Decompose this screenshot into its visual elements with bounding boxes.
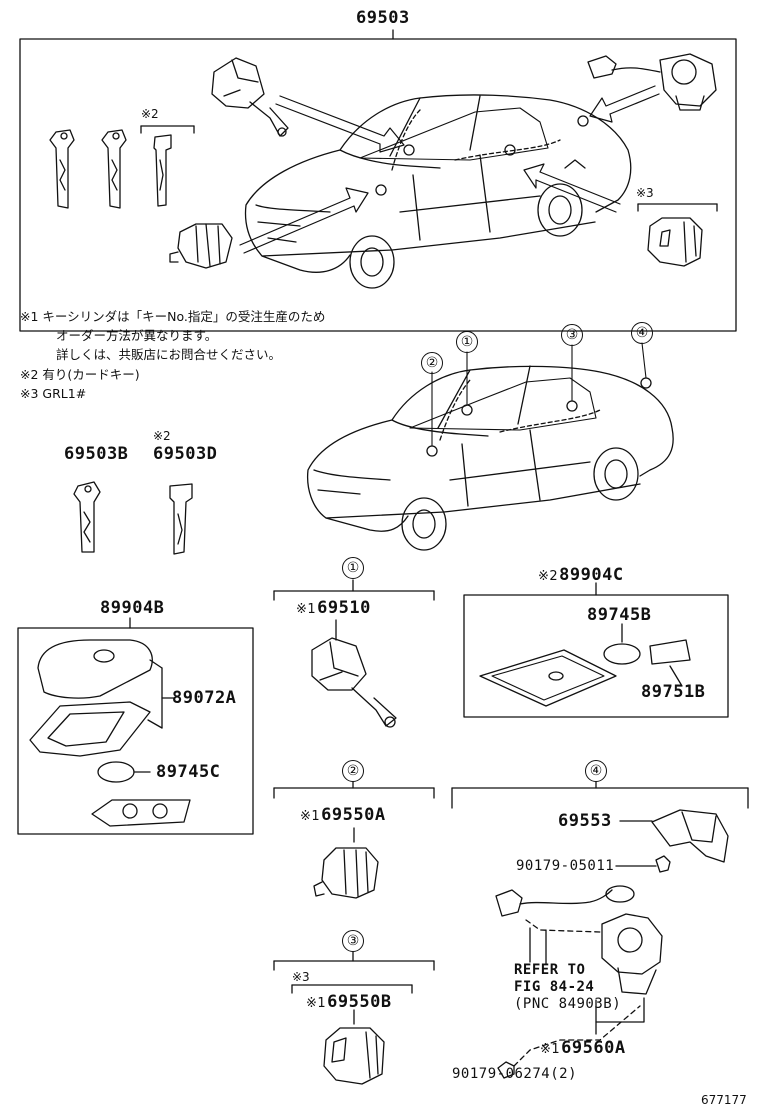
part-89745C-label: 89745C	[156, 762, 221, 782]
card-key-bracket	[140, 125, 195, 134]
key-69503B	[73, 481, 101, 553]
box-89904C-label: ※289904C	[538, 566, 624, 586]
car-callout-4: ④	[631, 322, 653, 344]
box-89904B-label: 89904B	[100, 598, 165, 618]
part-69550A-cylinder	[313, 827, 379, 899]
top-door-cylinder	[169, 223, 233, 269]
callout-car-illustration	[306, 365, 674, 551]
part-69550A-mark: ※1	[300, 809, 321, 824]
part-89751B-label: 89751B	[641, 682, 706, 702]
part-69510-label: ※169510	[296, 599, 371, 619]
top-trunk-lock	[587, 53, 717, 111]
section-3-number: ③	[342, 930, 364, 952]
part-89072A-label: 89072A	[172, 688, 237, 708]
part-89745B-label: 89745B	[587, 605, 652, 625]
car-callout-2: ②	[421, 352, 443, 374]
key-69503B-label: 69503B	[64, 444, 129, 464]
section-4-bracket	[451, 781, 749, 809]
part-69510-mark: ※1	[296, 602, 317, 617]
grl-mark: ※3	[636, 186, 654, 200]
card-key-mark: ※2	[141, 107, 159, 121]
part-69560A-mark: ※1	[540, 1042, 561, 1057]
part-69560A-trunk-lock	[495, 885, 663, 1079]
car-callout-1: ①	[456, 331, 478, 353]
part-90179-06274-label: 90179-06274(2)	[452, 1066, 578, 1082]
section-2-number: ②	[342, 760, 364, 782]
section-1-bracket	[273, 579, 435, 601]
note-2: ※2 有り(カードキー)	[20, 367, 140, 382]
top-ignition-cylinder	[211, 57, 289, 137]
part-69550B-cylinder	[323, 1009, 385, 1085]
top-keys	[49, 129, 172, 209]
part-69553-label: 69553	[558, 811, 612, 831]
section-1-number: ①	[342, 557, 364, 579]
refer-to-line-3: (PNC 84903B)	[514, 996, 622, 1012]
part-90179-05011-screw	[615, 855, 671, 873]
top-car-illustration	[244, 94, 632, 289]
top-arrows	[239, 85, 660, 254]
box-89904C-mark: ※2	[538, 569, 559, 584]
part-69550B-label: ※169550B	[306, 993, 392, 1013]
part-69550B-mark: ※1	[306, 996, 327, 1011]
part-69550B-number: 69550B	[327, 992, 392, 1012]
part-69553-cover	[619, 809, 729, 863]
part-69510-number: 69510	[317, 598, 371, 618]
callout-leaders	[431, 342, 647, 447]
box-89904B-parts	[29, 639, 191, 827]
section-3-bracket	[273, 951, 435, 994]
assembly-part-number: 69503	[356, 8, 410, 28]
key-69503D	[169, 483, 193, 555]
key-69503D-mark: ※2	[153, 429, 171, 443]
top-assembly-frame	[19, 29, 737, 332]
section-2-bracket	[273, 781, 435, 799]
note-1-line-1: ※1 キーシリンダは「キーNo.指定」の受注生産のため	[20, 309, 326, 324]
note-1-line-3: 詳しくは、共販店にお問合せください。	[56, 347, 282, 362]
box-89904B-frame	[17, 617, 254, 835]
note-3: ※3 GRL1#	[20, 386, 87, 401]
part-69550A-number: 69550A	[321, 805, 386, 825]
part-90179-05011-label: 90179-05011	[516, 858, 615, 874]
part-69550B-grl-mark: ※3	[292, 970, 310, 984]
section-4-number: ④	[585, 760, 607, 782]
part-69560A-number: 69560A	[561, 1038, 626, 1058]
part-69510-ignition	[311, 619, 397, 728]
part-69560A-label: ※169560A	[540, 1039, 626, 1059]
part-69550A-label: ※169550A	[300, 806, 386, 826]
note-1-line-2: オーダー方法が異なります。	[56, 328, 218, 343]
car-callout-3: ③	[561, 324, 583, 346]
refer-to-line-2: FIG 84-24	[514, 979, 595, 995]
top-grl-cylinder	[637, 203, 718, 267]
refer-to-line-1: REFER TO	[514, 962, 586, 978]
diagram-id: 677177	[701, 1093, 747, 1107]
key-69503D-label: 69503D	[153, 444, 218, 464]
box-89904C-parts	[479, 623, 691, 707]
box-89904C-frame	[463, 582, 729, 718]
box-89904C-number: 89904C	[559, 565, 624, 585]
